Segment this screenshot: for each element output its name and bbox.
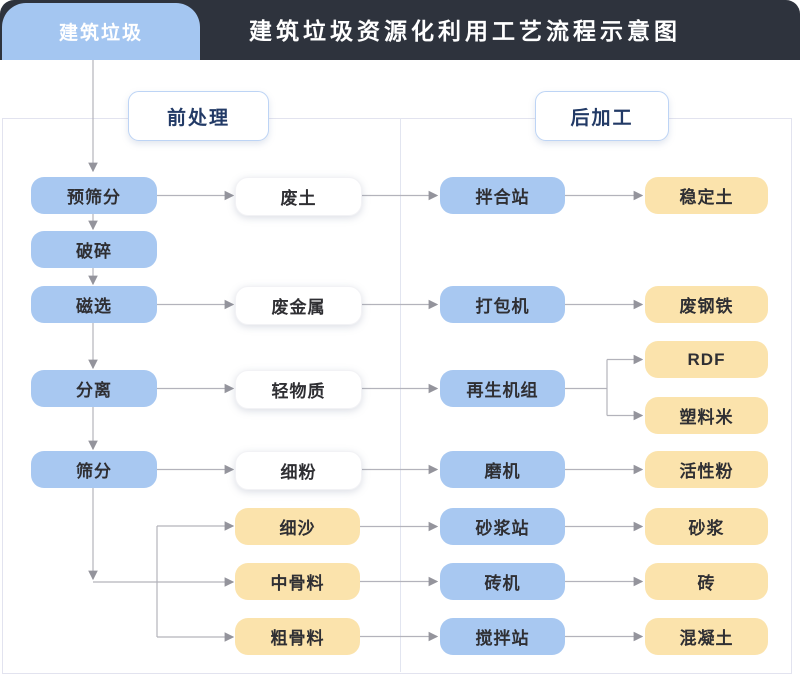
node-medium-aggregate: 中骨料 — [235, 563, 360, 600]
source-tab-label: 建筑垃圾 — [58, 23, 143, 44]
node-waste-soil: 废土 — [235, 177, 362, 216]
page-title: 建筑垃圾资源化利用工艺流程示意图 — [249, 18, 681, 44]
node-stabilized-soil: 稳定土 — [645, 177, 768, 214]
node-screening: 筛分 — [31, 451, 157, 488]
node-active-powder: 活性粉 — [645, 451, 768, 488]
node-rdf: RDF — [645, 341, 768, 378]
node-brick-machine: 砖机 — [440, 563, 565, 600]
node-mill: 磨机 — [440, 451, 565, 488]
node-pre-screening: 预筛分 — [31, 177, 157, 214]
node-coarse-aggregate: 粗骨料 — [235, 618, 360, 655]
node-baler: 打包机 — [440, 286, 565, 323]
node-fine-powder: 细粉 — [235, 451, 362, 490]
node-light-material: 轻物质 — [235, 370, 362, 409]
node-waste-metal: 废金属 — [235, 286, 362, 325]
node-scrap-steel: 废钢铁 — [645, 286, 768, 323]
node-plastic-pellets: 塑料米 — [645, 397, 768, 434]
source-tab-construction-waste: 建筑垃圾 — [2, 3, 200, 60]
node-crushing: 破碎 — [31, 231, 157, 268]
column-divider-line — [400, 118, 401, 672]
node-magnetic-separation: 磁选 — [31, 286, 157, 323]
node-mixing-station: 拌合站 — [440, 177, 565, 214]
node-concrete-mixing-station: 搅拌站 — [440, 618, 565, 655]
node-concrete: 混凝土 — [645, 618, 768, 655]
flow-panel-border — [2, 118, 792, 674]
node-separation: 分离 — [31, 370, 157, 407]
section-label-post-processing: 后加工 — [535, 91, 669, 141]
node-regeneration-unit: 再生机组 — [440, 370, 565, 407]
node-mortar: 砂浆 — [645, 508, 768, 545]
node-mortar-station: 砂浆站 — [440, 508, 565, 545]
node-brick: 砖 — [645, 563, 768, 600]
node-fine-sand: 细沙 — [235, 508, 360, 545]
section-label-pre-processing: 前处理 — [128, 91, 269, 141]
